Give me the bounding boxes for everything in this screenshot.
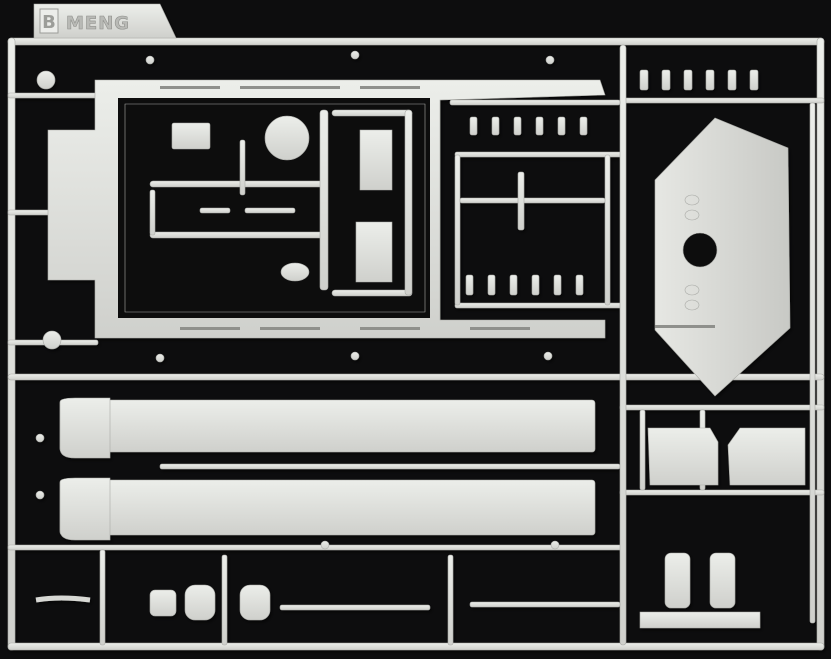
stowage-box-left [647,427,719,486]
bottom-small-parts [35,552,761,629]
hull-inner-parts [149,109,413,297]
small-parts-frame-a [449,99,621,306]
stowage-box-right [727,427,806,486]
sprue-letter: B [42,12,56,33]
sprue-gates [35,50,560,550]
fender-strip-lower [59,477,596,541]
brand-logo-text: MENG [66,13,130,34]
sprue-tag [33,3,177,39]
outer-frame-runner [7,37,825,651]
fender-strip-upper [59,397,596,459]
hull-bottom-plate [654,117,791,397]
tiny-parts-row-top [465,69,759,296]
sprue-letter-label: B [39,8,59,34]
